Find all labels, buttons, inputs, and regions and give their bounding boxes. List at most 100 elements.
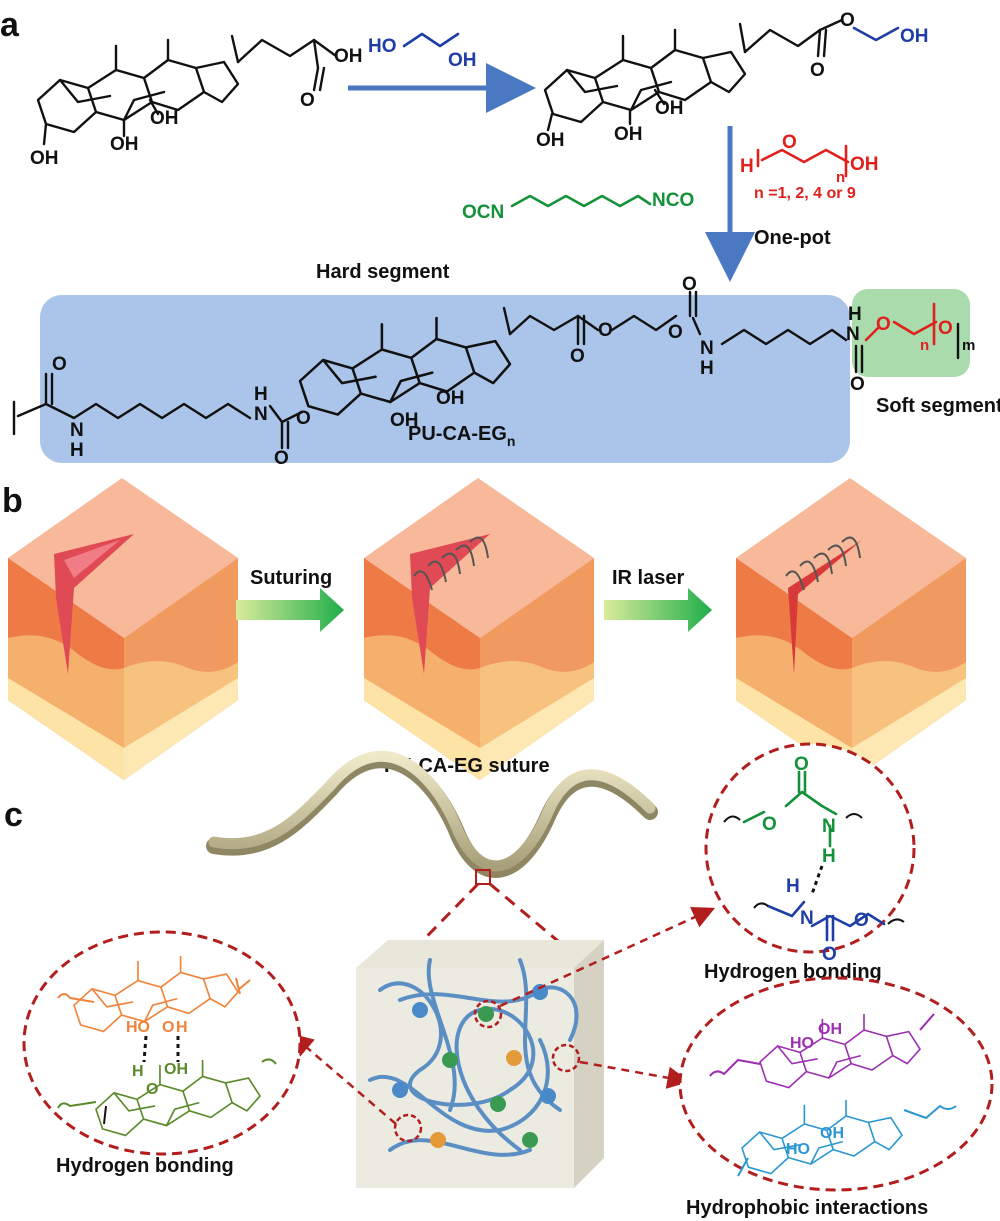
hydrophobic-ho: HO [790,1035,814,1052]
peg-reagent [756,144,850,178]
inset-hydrophobic [678,976,994,1192]
highlight-circle-urethane [473,999,503,1029]
unit-peg-n: n [920,337,929,354]
acid-carbonyl-o: O [300,90,315,111]
hydrophobic-oh: OH [818,1021,842,1038]
unit-h-3: H [700,358,714,379]
ester-c7-oh: OH [614,124,643,145]
skin-block-healed [736,478,966,780]
unit-o-2: O [274,448,289,469]
inset-steroid-hbond [22,930,302,1156]
unit-h-1: H [70,440,84,461]
cholate-ester-structure [543,18,900,132]
steroid-h-2: H [132,1063,144,1080]
diisocyanate-ocn: OCN [462,202,504,223]
skin-block-sutured [364,478,594,780]
reagent-oh: OH [448,50,477,71]
unit-peg-o-1: O [876,314,891,335]
unit-n-2: N [254,404,268,425]
peg-n: n [836,169,845,186]
urethane-o-4: O [822,944,837,965]
highlight-circle-hydrophobic [551,1043,581,1073]
c7-oh-label: OH [110,134,139,155]
urethane-h: H [822,846,836,867]
unit-o-8: O [850,374,865,395]
steroid-ho-1: HO [126,1019,150,1036]
inset-urethane-hbond [704,742,916,954]
unit-peg-o-2: O [938,318,953,339]
diisocyanate-reagent [510,194,652,208]
urethane-h-2: H [786,876,800,897]
urethane-n: N [822,816,836,837]
peg-o: O [782,132,797,153]
acid-oh-label: OH [334,46,363,67]
urethane-n-2: N [800,908,814,929]
hard-segment-title: Hard segment [316,261,450,283]
peg-h: H [740,156,754,177]
ethylene-glycol-reagent [402,32,460,48]
panel-label-b: b [2,482,23,520]
urethane-o-1: O [762,814,777,835]
diisocyanate-nco: NCO [652,190,694,211]
network-cube [356,940,604,1188]
unit-o-1: O [52,354,67,375]
steroid-oh-2: OH [164,1061,188,1078]
peg-n-values: n =1, 2, 4 or 9 [754,185,856,202]
ester-terminal-oh: OH [900,26,929,47]
pointer-urethane-hbond [499,906,716,1008]
hbond-right-label: Hydrogen bonding [704,961,882,983]
urethane-o-3: O [854,910,869,931]
unit-h-4: H [848,304,862,325]
hard-segment-box [40,295,850,463]
arrow-ir-laser [604,588,712,632]
ester-carbonyl-o: O [810,60,825,81]
c3-oh-label: OH [30,148,59,169]
steroid-h-1: H [176,1019,188,1036]
highlight-circle-steroid-hbond [393,1113,423,1143]
unit-m: m [962,337,975,354]
cholic-acid-structure [36,34,338,146]
polyurethane-repeat-unit [12,290,960,450]
steroid-o-1: O [162,1019,174,1036]
pointer-steroid-hbond [290,1033,397,1125]
peg-oh: OH [850,154,879,175]
unit-o-5: O [598,320,613,341]
suture-zoom-box [475,869,491,885]
hydrophobic-oh-2: OH [820,1125,844,1142]
skin-block-wound [8,478,238,780]
hydrophobic-label: Hydrophobic interactions [686,1197,928,1219]
c12-oh-label: OH [150,108,179,129]
unit-o-4: O [570,346,585,367]
unit-oh-2: OH [390,410,419,431]
pointer-hydrophobic [579,1060,690,1089]
one-pot-label: One-pot [754,227,831,249]
ester-o: O [840,10,855,31]
hbond-left-label: Hydrogen bonding [56,1155,234,1177]
unit-n-4: N [846,324,860,345]
step-suturing-label: Suturing [250,567,332,589]
ester-c3-oh: OH [536,130,565,151]
unit-o-7: O [668,322,683,343]
urethane-hbond-drawing [723,770,905,942]
soft-segment-title: Soft segment [876,395,1000,417]
panel-label-c: c [4,796,23,834]
polymer-name: PU-CA-EGn [408,423,515,449]
steroid-o-2: O [146,1081,158,1098]
unit-o-3: O [296,408,311,429]
ester-c12-oh: OH [655,98,684,119]
panel-label-a: a [0,6,20,44]
unit-n-1: N [70,420,84,441]
unit-h-2: H [254,384,268,405]
steroid-hbond-drawing [57,955,277,1137]
arrow-suturing [236,588,344,632]
hydrophobic-ho-2: HO [786,1141,810,1158]
unit-o-6: O [682,274,697,295]
urethane-o-2: O [794,754,809,775]
unit-n-3: N [700,338,714,359]
suture-strand [208,750,656,872]
step-ir-laser-label: IR laser [612,567,684,589]
hydrophobic-drawing [709,1013,957,1177]
reagent-ho: HO [368,36,397,57]
unit-oh-1: OH [436,388,465,409]
